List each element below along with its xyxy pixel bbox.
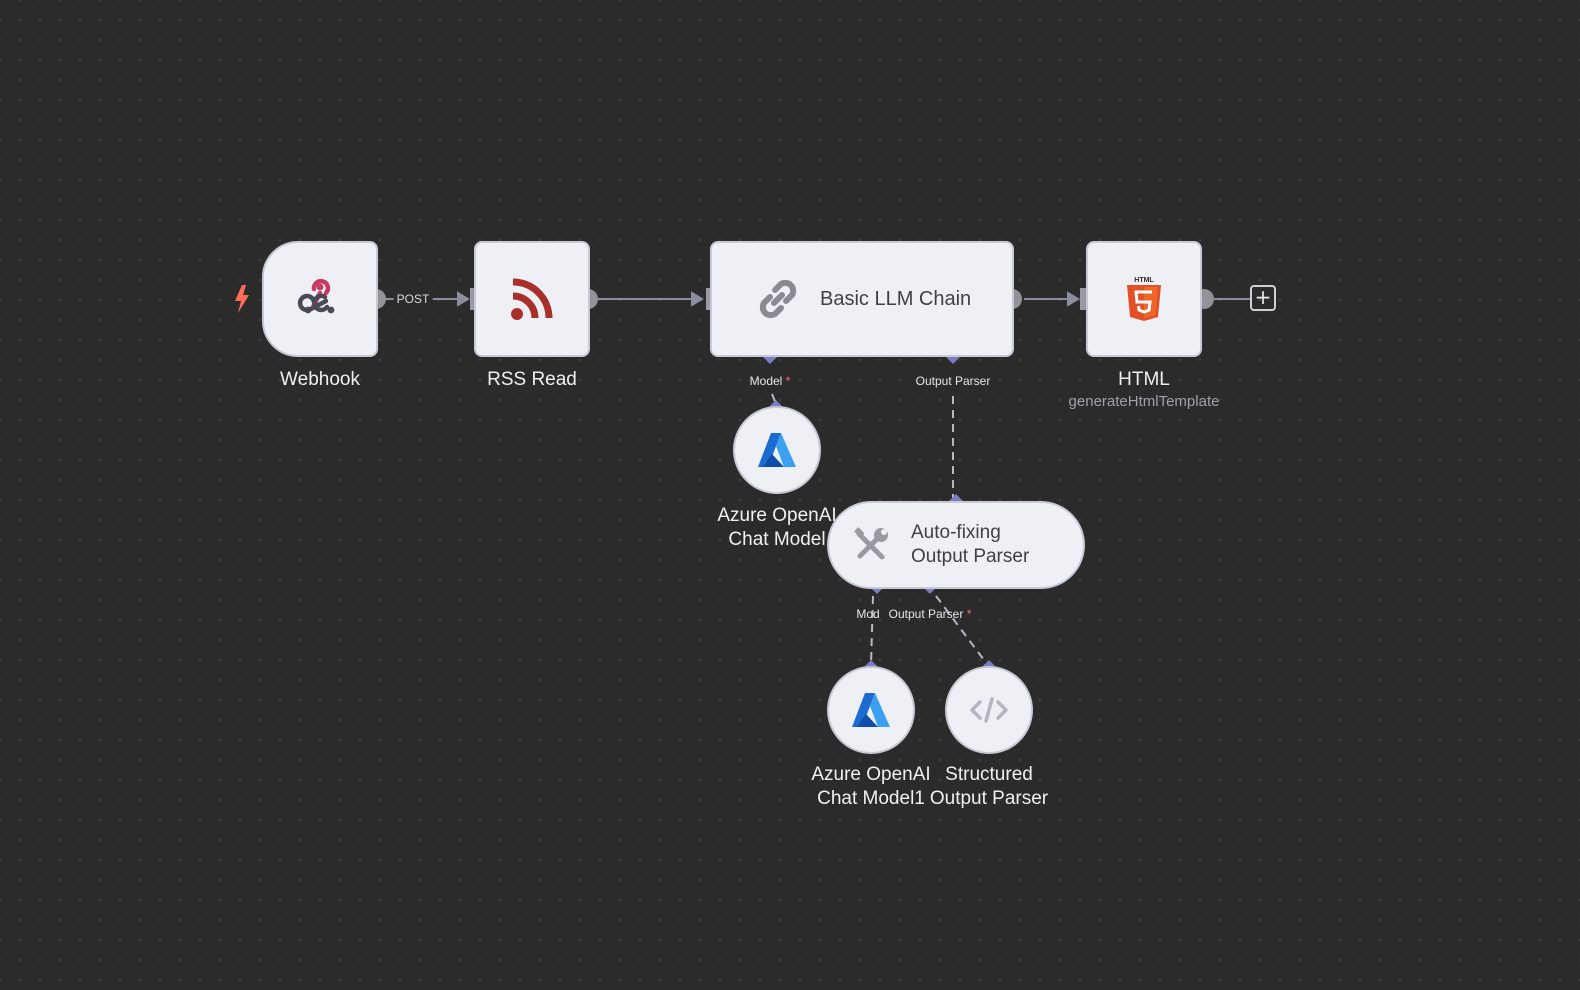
- html-sublabel: generateHtmlTemplate: [1068, 393, 1220, 410]
- structured-label-line1: Structured: [945, 764, 1033, 785]
- add-node-button[interactable]: +: [1250, 285, 1276, 311]
- rss-read-label: RSS Read: [487, 369, 577, 390]
- code-icon: [970, 697, 1008, 723]
- basic-llm-chain-node[interactable]: Basic LLM Chain: [710, 241, 1014, 357]
- edge-autofix-model[interactable]: [870, 595, 874, 665]
- edge-autofix-parser[interactable]: [935, 595, 988, 665]
- port-label-autofix-parser: Output Parser *: [889, 607, 972, 621]
- structured-label-line2: Output Parser: [929, 788, 1049, 809]
- port-label-autofix-model: Mod: [856, 607, 880, 621]
- azure-openai-chat-model1-label: Azure OpenAI Chat Model1: [811, 763, 930, 811]
- azure-icon: [852, 693, 890, 727]
- structured-output-parser-label: Structured Output Parser: [930, 763, 1048, 811]
- autofix-title-line1: Auto-fixing: [911, 522, 1001, 543]
- tools-icon: [854, 527, 888, 560]
- edge-llm-model[interactable]: [771, 393, 777, 405]
- link-icon: [759, 279, 797, 319]
- azure1-label-line2: Chat Model: [728, 529, 826, 550]
- rss-icon: [511, 278, 553, 320]
- azure2-label-line1: Azure OpenAI: [811, 764, 931, 785]
- azure1-label-line1: Azure OpenAI: [717, 505, 837, 526]
- port-label-autofix-parser-text: Output Parser: [888, 607, 964, 621]
- port-label-model-text: Model: [749, 374, 783, 388]
- required-mark: *: [785, 374, 791, 388]
- structured-output-parser-node[interactable]: [945, 666, 1033, 754]
- azure-openai-chat-model-label: Azure OpenAI Chat Model: [717, 504, 836, 552]
- required-mark: *: [966, 607, 972, 621]
- html-label: HTML: [1118, 369, 1170, 390]
- autofix-title-line2: Output Parser: [911, 546, 1030, 567]
- svg-text:HTML: HTML: [1134, 277, 1154, 284]
- auto-fixing-output-parser-node[interactable]: Auto-fixing Output Parser: [827, 501, 1085, 589]
- input-handle-html[interactable]: [1080, 288, 1088, 310]
- html-node[interactable]: HTML: [1086, 241, 1202, 357]
- edge-label-post: POST: [393, 292, 433, 306]
- edge-rss-llm[interactable]: [598, 291, 704, 307]
- auto-fixing-title: Auto-fixing Output Parser: [911, 521, 1029, 569]
- webhook-node[interactable]: [262, 241, 378, 357]
- azure2-label-line2: Chat Model1: [817, 788, 925, 809]
- azure-openai-chat-model-node[interactable]: [733, 406, 821, 494]
- edge-llm-html[interactable]: [1024, 291, 1080, 307]
- azure-openai-chat-model1-node[interactable]: [827, 666, 915, 754]
- rss-read-node[interactable]: [474, 241, 590, 357]
- port-label-output-parser: Output Parser: [915, 374, 991, 388]
- webhook-icon: [297, 278, 335, 314]
- basic-llm-chain-title: Basic LLM Chain: [820, 287, 972, 310]
- trigger-bolt-icon: [235, 285, 249, 313]
- webhook-label: Webhook: [280, 369, 360, 390]
- azure-icon: [758, 433, 796, 467]
- html5-icon: HTML: [1127, 277, 1161, 321]
- port-label-model: Model *: [750, 374, 791, 388]
